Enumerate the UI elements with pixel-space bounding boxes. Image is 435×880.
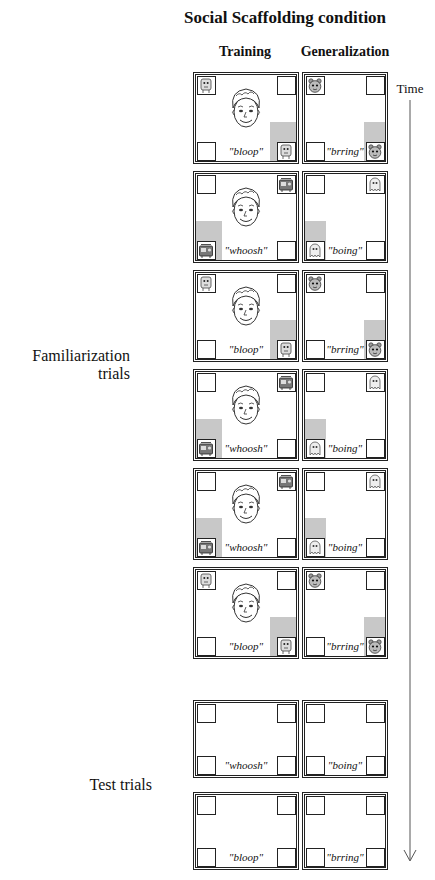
trial-panel: "boing" (302, 468, 388, 560)
trial-panel: "whoosh" (193, 369, 299, 461)
trial-panel: "brring" (302, 792, 388, 870)
spoken-word: "bloop" (229, 851, 263, 864)
generalization-picture (307, 572, 386, 657)
column-heading: Training (219, 44, 271, 60)
spoken-word: "boing" (328, 442, 362, 455)
training-picture (196, 473, 296, 558)
spoken-word: "whoosh" (225, 244, 268, 257)
trial-panel: "whoosh" (193, 468, 299, 560)
training-picture (196, 176, 296, 261)
trial-panel: "bloop" (193, 567, 299, 659)
trial-panel: "brring" (302, 270, 388, 362)
spoken-word: "boing" (328, 244, 362, 257)
spoken-word: "whoosh" (225, 759, 268, 772)
training-picture (196, 374, 296, 459)
spoken-word: "bloop" (229, 343, 263, 356)
trial-panel: "bloop" (193, 270, 299, 362)
spoken-word: "whoosh" (225, 541, 268, 554)
trial-panel: "bloop" (193, 72, 299, 164)
training-picture (198, 275, 297, 360)
generalization-picture (307, 77, 386, 162)
time-arrow (404, 100, 416, 861)
test-picture (307, 705, 385, 775)
column-heading: Generalization (301, 44, 390, 60)
spoken-word: "whoosh" (225, 442, 268, 455)
spoken-word: "bloop" (229, 640, 263, 653)
spoken-word: "boing" (328, 759, 362, 772)
generalization-picture (305, 374, 385, 459)
training-picture (198, 572, 297, 657)
generalization-picture (307, 275, 386, 360)
spoken-word: "boing" (328, 541, 362, 554)
test-picture (198, 797, 296, 867)
spoken-word: "brring" (326, 343, 363, 356)
trial-panel: "brring" (302, 567, 388, 659)
spoken-word: "brring" (326, 640, 363, 653)
axis-label: Time (397, 82, 424, 97)
trial-panel: "brring" (302, 72, 388, 164)
trial-panel: "bloop" (193, 792, 299, 870)
generalization-picture (305, 473, 385, 558)
trial-panel: "whoosh" (193, 700, 299, 778)
trial-panel: "boing" (302, 700, 388, 778)
generalization-picture (305, 176, 385, 261)
trial-panel: "boing" (302, 369, 388, 461)
trial-panel: "boing" (302, 171, 388, 263)
row-label: Familiarization trials (2, 347, 130, 384)
training-picture (198, 77, 297, 162)
test-picture (198, 705, 296, 775)
trial-panel: "whoosh" (193, 171, 299, 263)
test-picture (307, 797, 385, 867)
spoken-word: "brring" (326, 851, 363, 864)
figure-title: Social Scaffolding condition (184, 8, 386, 28)
spoken-word: "brring" (326, 145, 363, 158)
row-label: Test trials (40, 776, 152, 794)
spoken-word: "bloop" (229, 145, 263, 158)
panel-pictures (196, 77, 385, 867)
